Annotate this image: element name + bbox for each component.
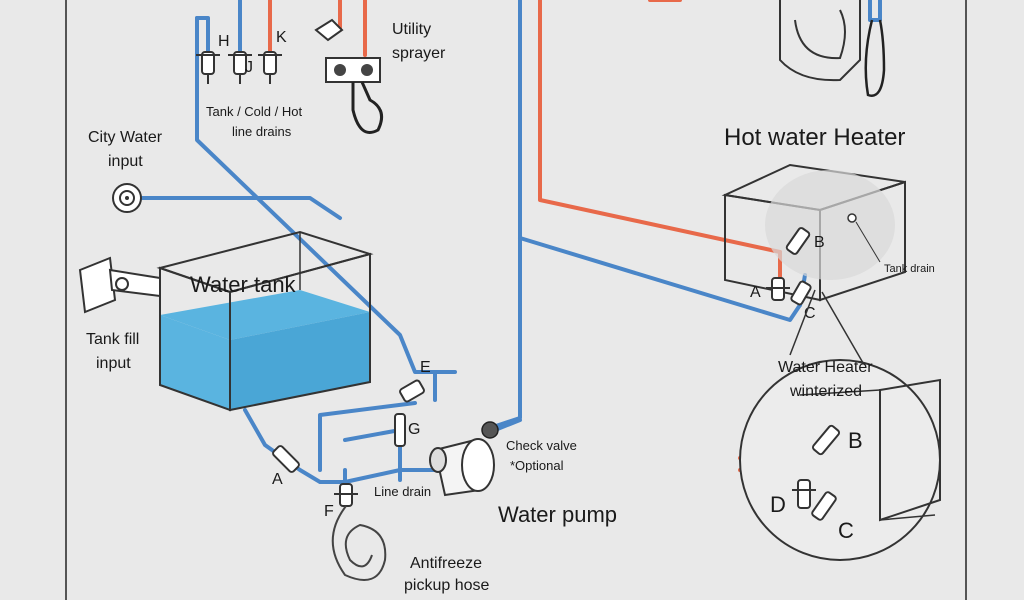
tank-drain-label: Tank drain bbox=[884, 263, 935, 275]
drain-valve-k[interactable] bbox=[258, 51, 282, 84]
line-drain-label: Line drain bbox=[374, 484, 431, 499]
water-pump bbox=[429, 438, 495, 497]
city-water-line bbox=[138, 196, 342, 220]
pump-bypass-loop bbox=[318, 401, 417, 472]
tank-side-face bbox=[229, 252, 371, 412]
cold-line-to-heater bbox=[518, 236, 802, 322]
check-valve-label-2: *Optional bbox=[510, 458, 564, 473]
cold-line-to-tank bbox=[195, 16, 457, 374]
inset-heater-corner bbox=[879, 378, 941, 522]
city-water-label-2: input bbox=[108, 153, 143, 170]
valve-a-label: A bbox=[272, 471, 283, 488]
tank-water-top bbox=[160, 290, 370, 340]
valve-f-label: F bbox=[324, 503, 334, 520]
tank-fill-inlet[interactable] bbox=[78, 256, 161, 314]
check-valve-pipe bbox=[493, 418, 522, 432]
drain-valve-h[interactable] bbox=[196, 51, 220, 84]
valve-k-label: K bbox=[276, 29, 287, 46]
valve-f[interactable] bbox=[334, 483, 358, 507]
hot-water-heater-label: Hot water Heater bbox=[724, 124, 905, 151]
inset-valve-c-label: C bbox=[838, 518, 854, 543]
valve-g[interactable] bbox=[394, 413, 406, 447]
inset-valve-c[interactable] bbox=[811, 491, 837, 521]
valve-e-label: E bbox=[420, 359, 431, 376]
heater-valve-c[interactable] bbox=[790, 280, 812, 306]
top-heater-cold bbox=[868, 0, 882, 22]
city-water-label-1: City Water bbox=[88, 129, 163, 146]
cold-line-h-riser bbox=[195, 16, 210, 57]
valve-h-label: H bbox=[218, 33, 230, 50]
utility-sprayer-label-1: Utility bbox=[392, 21, 431, 38]
main-hot-trunk bbox=[538, 0, 782, 254]
utility-sprayer-label-2: sprayer bbox=[392, 45, 446, 62]
antifreeze-label-2: pickup hose bbox=[404, 577, 489, 594]
heater-tank-drain-plug[interactable] bbox=[847, 213, 857, 223]
winterized-inset bbox=[739, 289, 941, 561]
line-drains-label-2: line drains bbox=[232, 124, 292, 139]
drain-valve-j[interactable] bbox=[228, 51, 252, 84]
sprayer-hose bbox=[351, 81, 384, 134]
winterized-label-2: winterized bbox=[789, 383, 862, 400]
heater-valve-a-label: A bbox=[750, 284, 761, 301]
valve-g-label: G bbox=[408, 421, 420, 438]
heater-inner-tank bbox=[765, 170, 895, 280]
valve-a[interactable] bbox=[272, 445, 300, 473]
antifreeze-label-1: Antifreeze bbox=[410, 555, 482, 572]
tank-outlet-to-pump bbox=[243, 408, 347, 484]
tank-water-front bbox=[160, 315, 230, 410]
inset-valve-d[interactable] bbox=[792, 479, 816, 509]
sprayer-knob-left bbox=[334, 64, 346, 76]
inset-valve-b[interactable] bbox=[811, 424, 841, 456]
antifreeze-pickup-hose[interactable] bbox=[331, 505, 387, 581]
winterized-label-1: Water Heater bbox=[778, 359, 873, 376]
tank-water-side bbox=[230, 312, 370, 410]
inset-valve-b-label: B bbox=[848, 428, 863, 453]
fresh-water-tank bbox=[156, 230, 374, 412]
tank-fill-label-1: Tank fill bbox=[86, 331, 139, 348]
heater-valve-b-label: B bbox=[814, 234, 825, 251]
heater-valve-b[interactable] bbox=[785, 227, 811, 255]
sprayer-head-icon bbox=[314, 18, 344, 42]
water-tank-label: Water tank bbox=[190, 272, 297, 297]
water-pump-label: Water pump bbox=[498, 502, 617, 527]
utility-sprayer[interactable] bbox=[314, 18, 384, 134]
valve-e[interactable] bbox=[399, 379, 425, 403]
valve-j-label: J bbox=[245, 59, 253, 76]
tank-fill-label-2: input bbox=[96, 355, 131, 372]
check-valve-label-1: Check valve bbox=[506, 438, 577, 453]
heater-valve-a[interactable] bbox=[766, 277, 790, 301]
inset-valve-d-label: D bbox=[770, 492, 786, 517]
line-drains-label-1: Tank / Cold / Hot bbox=[206, 104, 302, 119]
check-valve[interactable] bbox=[481, 421, 499, 439]
city-water-inlet[interactable] bbox=[112, 183, 142, 213]
sprayer-knob-right bbox=[361, 64, 373, 76]
heater-valve-c-label: C bbox=[804, 305, 816, 322]
top-right-fixture bbox=[779, 0, 886, 97]
